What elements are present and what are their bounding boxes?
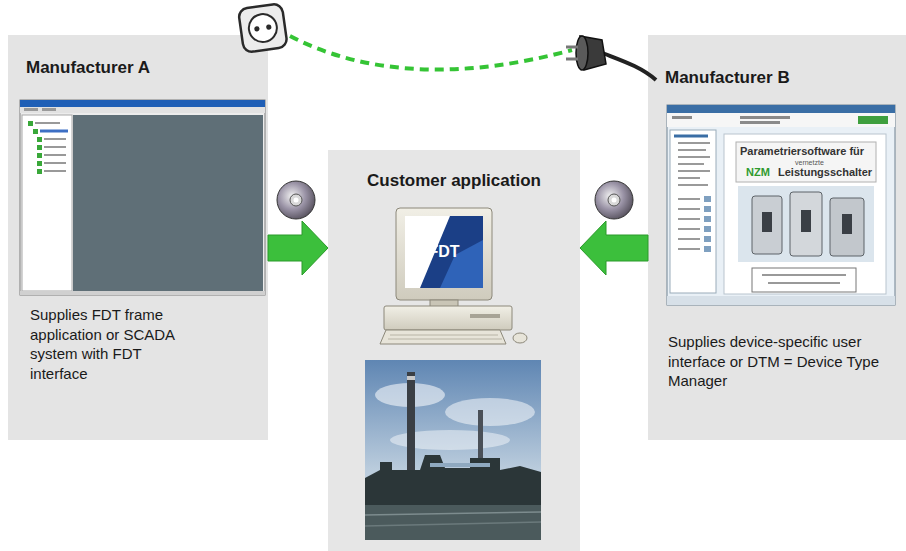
cd-disc xyxy=(595,181,633,219)
flow-arrow xyxy=(580,221,648,275)
power-socket xyxy=(238,3,288,53)
customer-panel: Customer application xyxy=(328,150,580,551)
screenshot-text: vernetzte xyxy=(795,159,824,167)
cd-disc xyxy=(277,181,315,219)
plant-photo xyxy=(365,360,541,540)
computer-illustration xyxy=(380,208,527,344)
panel-heading: Customer application xyxy=(328,170,580,192)
dashed-link xyxy=(290,36,572,70)
panel-description: Supplies device-specific user interface … xyxy=(668,332,900,391)
frame-app-screenshot xyxy=(20,100,265,295)
panel-background xyxy=(8,35,268,440)
vendor-panel: Manufacturer A Supplies FDT frame applica… xyxy=(8,35,268,440)
panel-description: Supplies FDT frame application or SCADA … xyxy=(30,305,195,383)
screen-logo-text: FDT xyxy=(428,243,459,261)
power-plug xyxy=(566,36,656,80)
dtm-screenshot xyxy=(667,105,895,305)
panel-background xyxy=(328,150,580,551)
screenshot-text: Leistungsschalter xyxy=(778,166,872,178)
flow-arrow xyxy=(268,221,328,275)
panel-heading: Manufacturer A xyxy=(26,57,256,79)
screenshot-text: NZM xyxy=(746,166,770,178)
screenshot-text: Parametriersoftware für xyxy=(740,145,864,157)
panel-background xyxy=(648,35,906,440)
panel-heading: Manufacturer B xyxy=(665,67,895,89)
vendor-panel: Manufacturer B Supplies device-specific u… xyxy=(648,35,906,440)
